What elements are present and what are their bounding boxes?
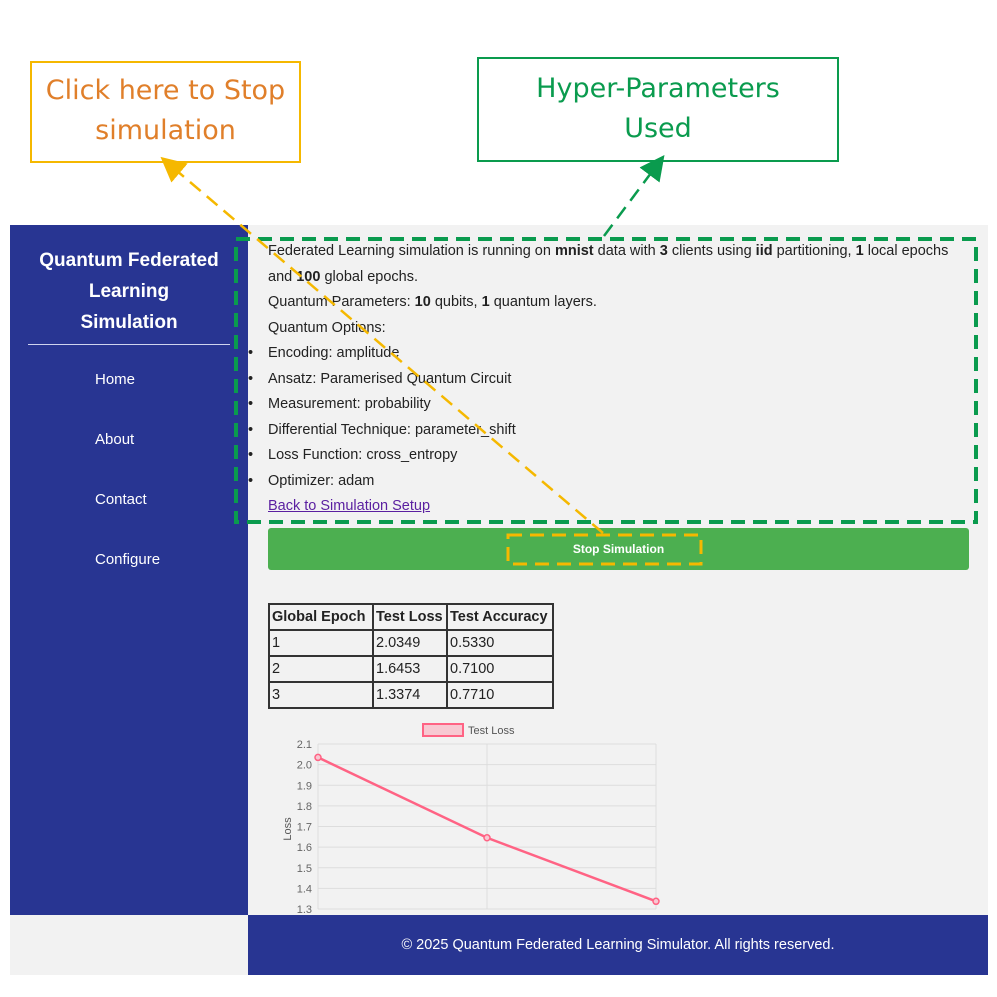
y-tick-label: 2.1 <box>297 739 312 751</box>
footer: © 2025 Quantum Federated Learning Simula… <box>248 915 988 975</box>
table-cell: 1.6453 <box>372 655 448 683</box>
sidebar-title: Quantum Federated Learning Simulation <box>28 245 230 345</box>
column-header: Global Epoch <box>268 603 374 631</box>
stop-simulation-callout: Click here to Stop simulation <box>30 61 301 163</box>
quantum-options-heading: Quantum Options: <box>268 319 386 336</box>
list-item: Loss Function: cross_entropy <box>248 443 973 469</box>
sidebar-item-about[interactable]: About <box>95 431 135 448</box>
table-row: 2 1.6453 0.7100 <box>268 655 554 683</box>
table-cell: 3 <box>268 681 374 709</box>
test-loss-chart: 2.1 2.0 1.9 1.8 1.7 1.6 1.5 1.4 1.3 Loss Test Lo… <box>282 723 660 916</box>
text-fragment: qubits, <box>430 294 482 310</box>
qubits-value: 10 <box>414 294 431 310</box>
table-header-row: Global Epoch Test Loss Test Accuracy <box>268 603 554 631</box>
data-point <box>652 897 660 906</box>
sidebar: Quantum Federated Learning Simulation Ho… <box>10 225 248 915</box>
list-item: Differential Technique: parameter_shift <box>248 418 973 444</box>
partitioning-value: iid <box>755 243 773 259</box>
text-fragment: quantum layers. <box>489 294 597 310</box>
callout-line: Hyper-Parameters <box>536 73 780 104</box>
legend-swatch <box>422 723 464 737</box>
text-fragment: Federated Learning simulation is running… <box>268 243 555 259</box>
clients-value: 3 <box>659 243 668 259</box>
table-row: 3 1.3374 0.7710 <box>268 681 554 709</box>
y-axis-label: Loss <box>282 817 294 841</box>
sidebar-title-line: Learning <box>88 281 170 302</box>
table-cell: 1.3374 <box>372 681 448 709</box>
data-point <box>483 834 491 842</box>
text-fragment: Quantum Parameters: <box>268 294 415 310</box>
quantum-parameters: Quantum Parameters: 10 qubits, 1 quantum… <box>268 290 973 316</box>
column-header: Test Accuracy <box>446 603 554 631</box>
callout-line: simulation <box>95 115 236 146</box>
sidebar-item-configure[interactable]: Configure <box>95 551 161 568</box>
text-fragment: global epochs. <box>320 268 418 285</box>
simulation-description: Federated Learning simulation is running… <box>268 239 973 290</box>
app-window: Quantum Federated Learning Simulation Ho… <box>10 225 988 975</box>
back-to-setup-link[interactable]: Back to Simulation Setup <box>268 498 431 514</box>
simulation-summary: Federated Learning simulation is running… <box>248 239 973 520</box>
callout-line: Used <box>624 113 692 144</box>
y-tick-label: 1.4 <box>297 883 312 895</box>
y-tick-label: 1.8 <box>297 801 312 813</box>
table-cell: 2.0349 <box>372 629 448 657</box>
quantum-options-list: Encoding: amplitude Ansatz: Paramerised … <box>248 341 973 495</box>
table-cell: 1 <box>268 629 374 657</box>
text-fragment: partitioning, <box>772 243 856 259</box>
table-cell: 2 <box>268 655 374 683</box>
local-epochs-value: 1 <box>855 243 864 259</box>
text-fragment: data with <box>593 243 660 259</box>
y-tick-label: 1.5 <box>297 863 312 875</box>
list-item: Optimizer: adam <box>248 469 973 495</box>
text-fragment: clients using <box>667 243 756 259</box>
y-tick-label: 1.7 <box>297 822 312 834</box>
layers-value: 1 <box>481 294 490 310</box>
dataset-value: mnist <box>554 243 594 259</box>
table-cell: 0.7710 <box>446 681 554 709</box>
y-tick-label: 1.6 <box>297 842 312 854</box>
sidebar-title-line: Simulation <box>80 312 178 333</box>
results-table: Global Epoch Test Loss Test Accuracy 1 2… <box>268 603 554 709</box>
y-tick-label: 2.0 <box>297 760 312 772</box>
callout-line: Click here to Stop <box>45 75 286 106</box>
hyper-parameters-callout: Hyper-Parameters Used <box>477 57 839 162</box>
column-header: Test Loss <box>372 603 448 631</box>
list-item: Ansatz: Paramerised Quantum Circuit <box>248 367 973 393</box>
sidebar-title-line: Quantum Federated <box>39 250 219 271</box>
legend-label: Test Loss <box>468 725 515 737</box>
data-point <box>314 753 322 762</box>
sidebar-item-home[interactable]: Home <box>95 371 136 388</box>
list-item: Encoding: amplitude <box>248 341 973 367</box>
global-epochs-value: 100 <box>296 268 321 285</box>
table-row: 1 2.0349 0.5330 <box>268 629 554 657</box>
y-tick-label: 1.3 <box>297 904 312 916</box>
table-cell: 0.5330 <box>446 629 554 657</box>
y-tick-label: 1.9 <box>297 780 312 792</box>
stop-simulation-button[interactable]: Stop Simulation <box>268 528 969 570</box>
table-cell: 0.7100 <box>446 655 554 683</box>
list-item: Measurement: probability <box>248 392 973 418</box>
footer-text: © 2025 Quantum Federated Learning Simula… <box>401 937 835 953</box>
sidebar-item-contact[interactable]: Contact <box>95 491 147 508</box>
